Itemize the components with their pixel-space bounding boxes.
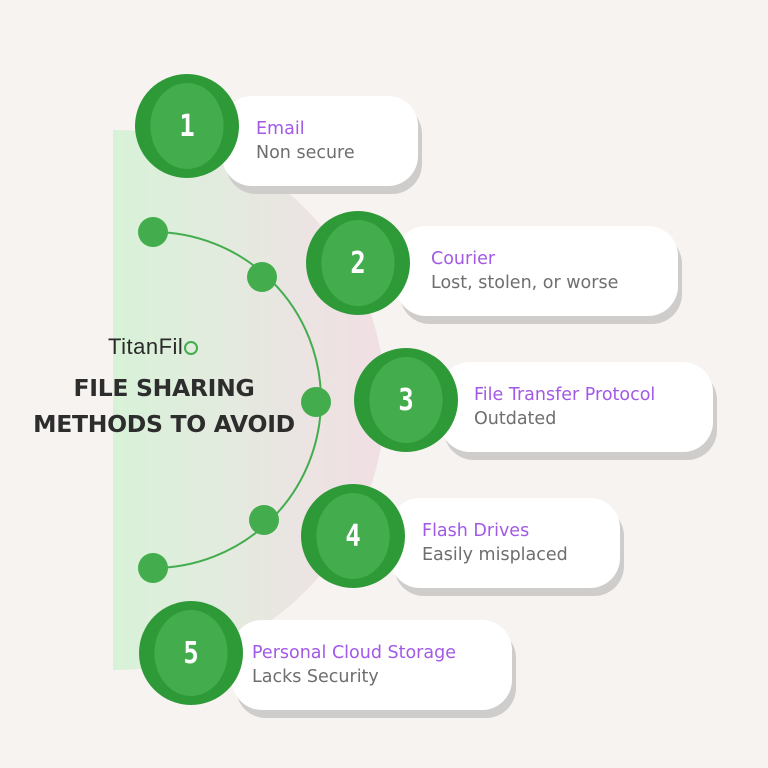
method-title: Personal Cloud Storage xyxy=(252,643,456,663)
number-label: 1 xyxy=(150,83,224,169)
method-description: Outdated xyxy=(474,409,557,429)
method-description: Easily misplaced xyxy=(422,545,568,565)
arc-dot-2 xyxy=(247,262,277,292)
number-badge-5: 5 xyxy=(139,601,243,705)
brand-name: TitanFil xyxy=(108,334,184,359)
number-label: 3 xyxy=(369,357,443,443)
number-badge-2: 2 xyxy=(306,211,410,315)
arc-dot-3 xyxy=(301,387,331,417)
headline-line-2: METHODS TO AVOID xyxy=(33,410,295,438)
arc-dot-4 xyxy=(249,505,279,535)
swirl-e-icon xyxy=(184,341,199,355)
number-label: 4 xyxy=(316,493,390,579)
method-card-ftp: File Transfer Protocol Outdated xyxy=(440,362,713,452)
number-badge-1: 1 xyxy=(135,74,239,178)
arc-dot-5 xyxy=(138,553,168,583)
number-badge-3: 3 xyxy=(354,348,458,452)
method-card-personal-cloud: Personal Cloud Storage Lacks Security xyxy=(232,620,512,710)
number-label: 2 xyxy=(321,220,395,306)
method-title: File Transfer Protocol xyxy=(474,385,656,405)
brand-logo: TitanFil xyxy=(108,334,199,360)
method-title: Email xyxy=(256,119,305,139)
method-card-email: Email Non secure xyxy=(222,96,418,186)
method-description: Lost, stolen, or worse xyxy=(431,273,619,293)
method-description: Lacks Security xyxy=(252,667,379,687)
number-badge-4: 4 xyxy=(301,484,405,588)
arc-dot-1 xyxy=(138,217,168,247)
number-label: 5 xyxy=(154,610,228,696)
method-card-courier: Courier Lost, stolen, or worse xyxy=(396,226,678,316)
method-title: Flash Drives xyxy=(422,521,530,541)
headline-line-1: FILE SHARING xyxy=(73,374,255,402)
method-description: Non secure xyxy=(256,143,355,163)
method-title: Courier xyxy=(431,249,496,269)
method-card-flash-drives: Flash Drives Easily misplaced xyxy=(390,498,620,588)
